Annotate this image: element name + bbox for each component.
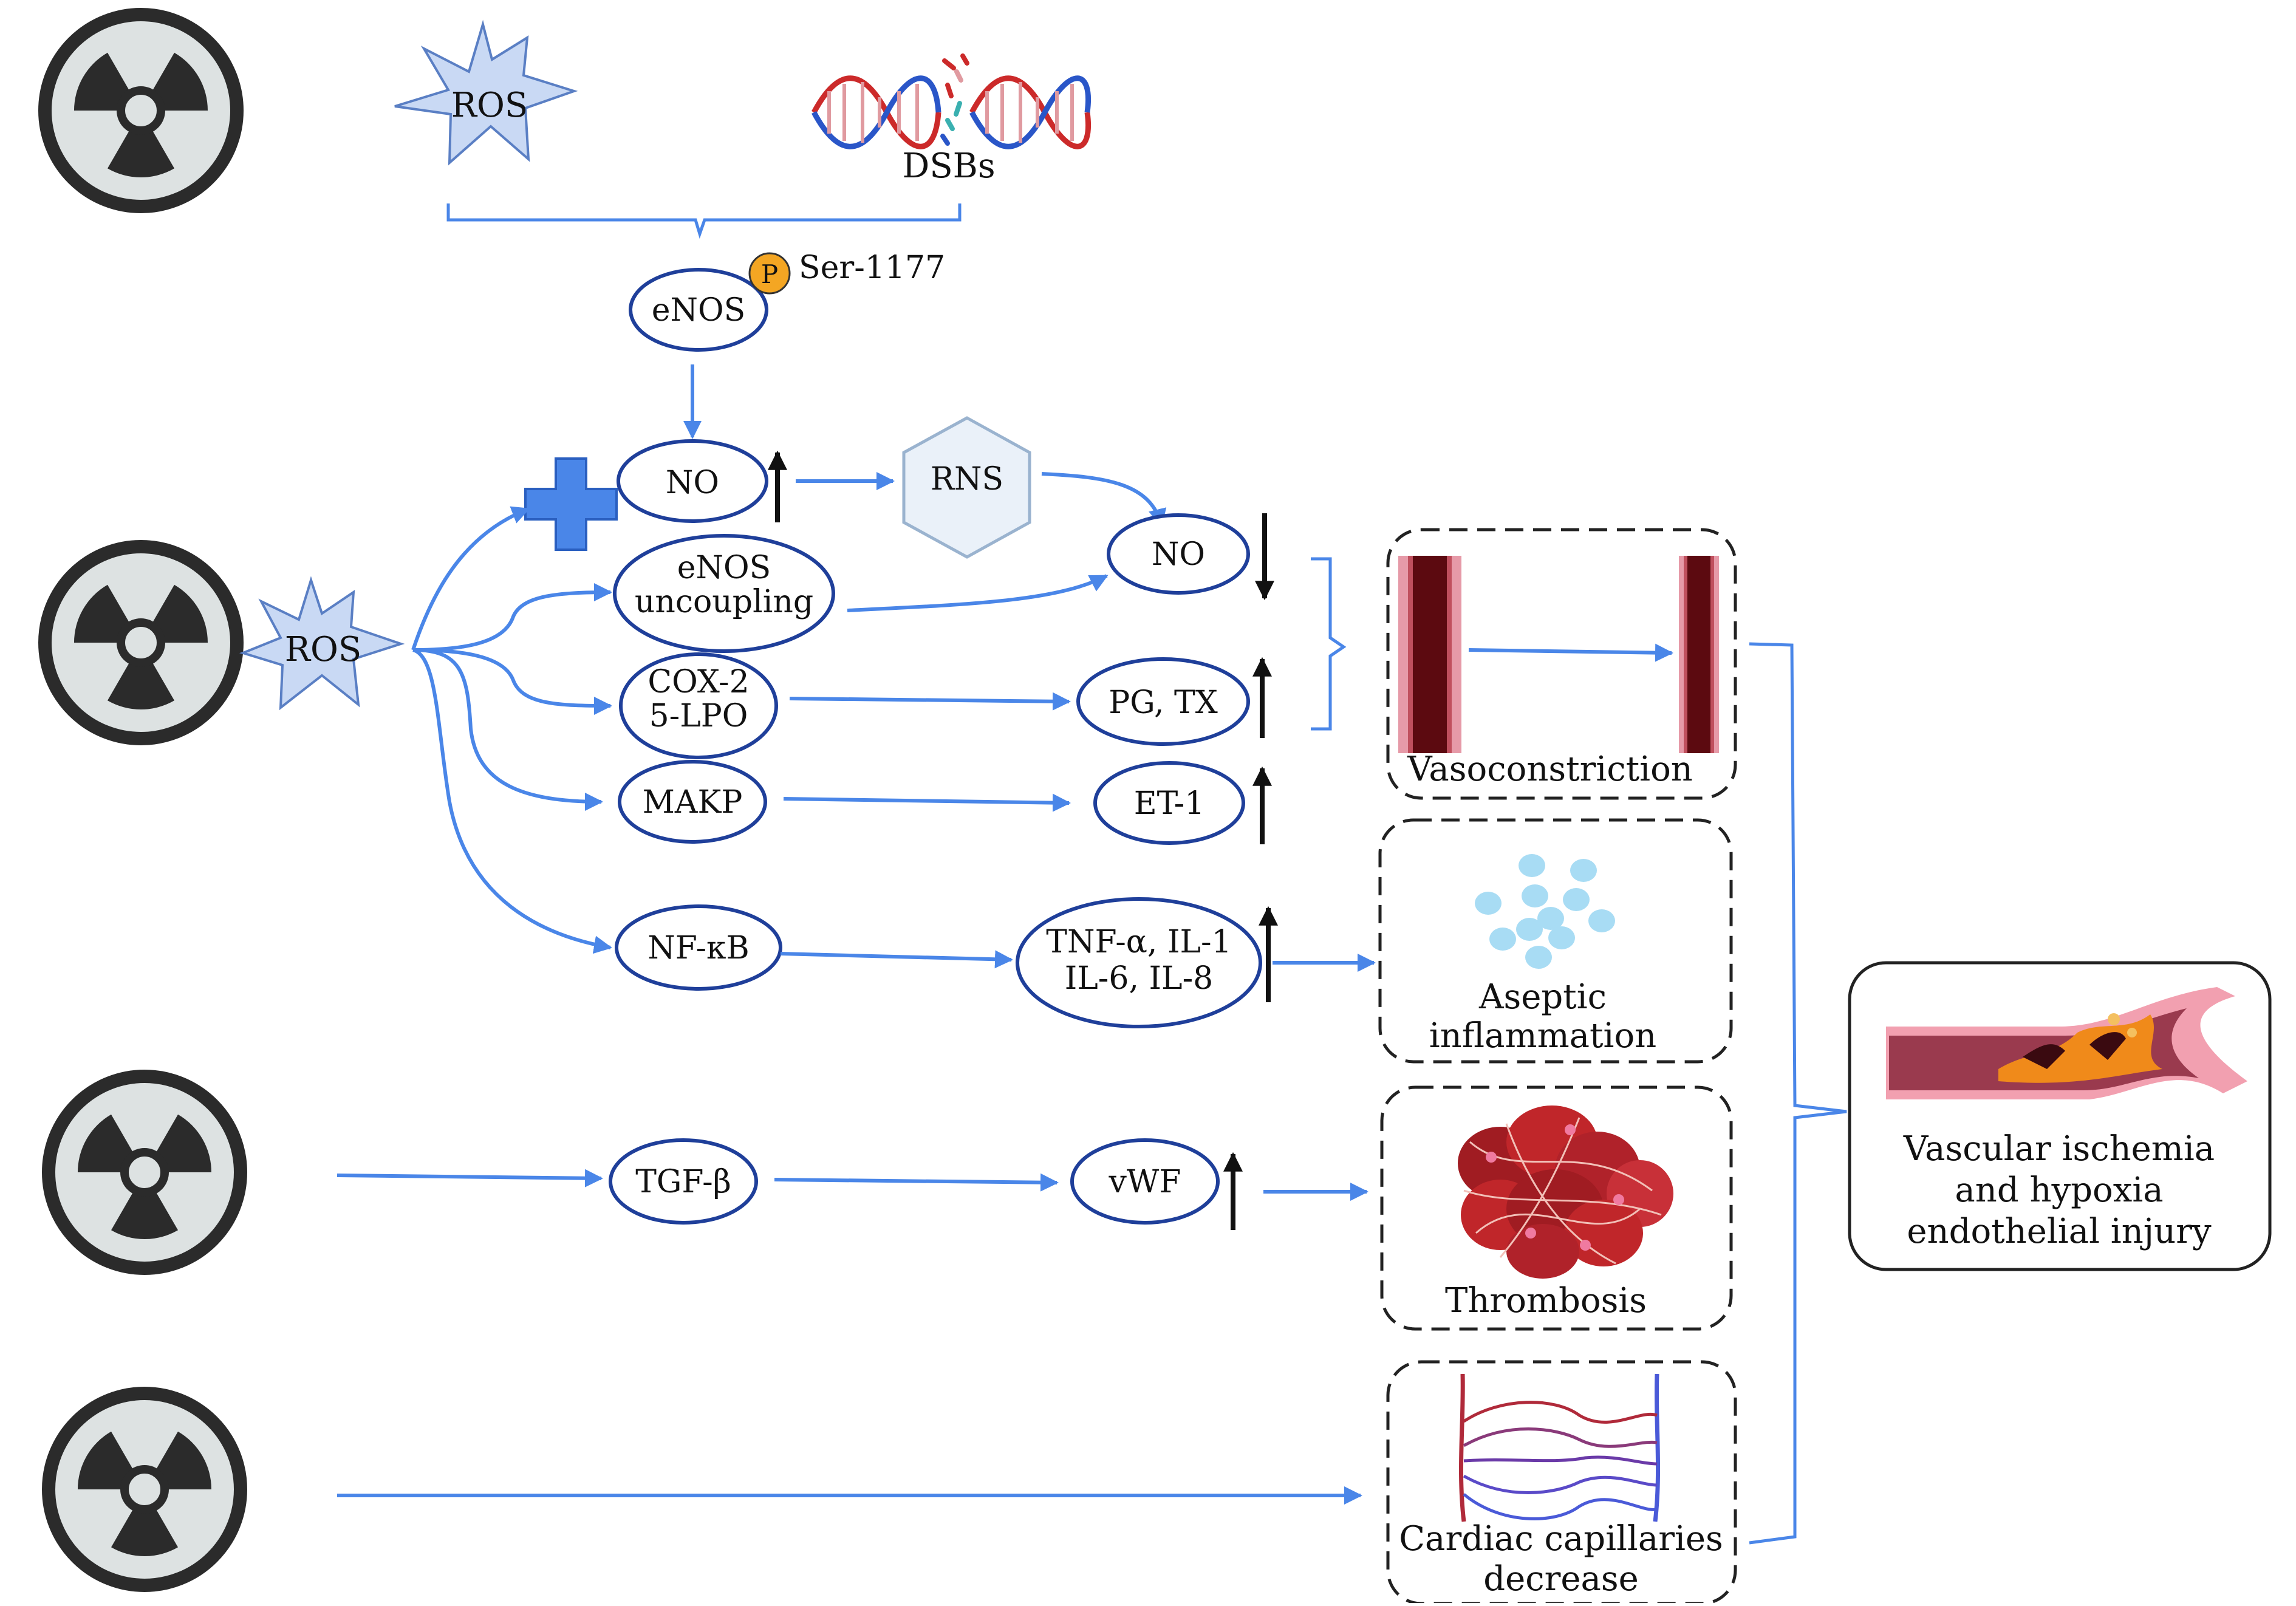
thrombosis-label: Thrombosis: [1445, 1281, 1647, 1321]
tgf-node: [609, 1138, 758, 1225]
pgtx-node: [1076, 657, 1250, 746]
no-out-node: [1107, 513, 1250, 595]
plus-icon: [524, 457, 618, 551]
vwf-node: [1070, 1138, 1220, 1225]
et1-label: ET-1: [1134, 785, 1205, 822]
capillaries-label-1: Cardiac capillaries: [1399, 1519, 1723, 1559]
arrow-ros-uncoupling: [412, 583, 612, 652]
vessel-wide-image: [1398, 556, 1461, 753]
vwf-label: vWF: [1109, 1164, 1181, 1200]
pgtx-label: PG, TX: [1109, 685, 1217, 721]
cox-label-1: COX-2: [647, 664, 749, 700]
capillaries-label-2: decrease: [1483, 1559, 1639, 1599]
final-label-1: Vascular ischemia: [1903, 1129, 2215, 1169]
radiation-hazard-icon: [45, 15, 237, 207]
ros-star-middle: [239, 576, 405, 711]
blood-clot-image: [1458, 1105, 1673, 1279]
vessel-narrow-image: [1679, 556, 1719, 753]
enos-node: [629, 268, 768, 352]
enos-uncoupling-label-1: eNOS: [677, 550, 771, 586]
damaged-vessel-image: [1886, 987, 2247, 1099]
enos-label: eNOS: [652, 292, 746, 329]
nfkb-node: [615, 904, 782, 991]
arrow-rns-no: [1041, 472, 1167, 527]
aseptic-inflammation-box: [1378, 818, 1733, 1064]
arrow-vessel-narrowing: [1468, 643, 1673, 662]
final-label-2: and hypoxia: [1955, 1170, 2163, 1210]
makp-label: MAKP: [643, 784, 743, 821]
arrow-makp-et1: [783, 793, 1071, 812]
arrow-ros-makp: [412, 648, 603, 811]
arrow-uncoupling-no: [847, 574, 1109, 612]
radiation-hazard-icon: [45, 547, 237, 739]
rns-hexagon: [902, 416, 1031, 559]
ros-label-middle: ROS: [285, 630, 361, 669]
arrow-tgf-vwf: [774, 1173, 1059, 1192]
arrow-cox-pgtx: [789, 692, 1071, 711]
no-out-label: NO: [1152, 536, 1205, 573]
arrow-ros-nfkb: [412, 648, 612, 954]
aseptic-label-2: inflammation: [1429, 1016, 1657, 1056]
arrow-nfkb-tnf: [780, 950, 1013, 969]
enos-uncoupling-label-2: uncoupling: [635, 584, 813, 620]
phosphate-icon: [748, 252, 791, 295]
vasoconstriction-box: [1386, 528, 1737, 800]
tgf-label: TGF-β: [635, 1164, 731, 1200]
no-label: NO: [666, 465, 719, 501]
et1-node: [1093, 761, 1245, 845]
middle-bracket: [1311, 557, 1347, 731]
radiation-hazard-icon: [49, 1076, 241, 1268]
ser-label: Ser-1177: [799, 250, 945, 286]
dna-break-icon: [811, 53, 1091, 149]
nfkb-label: NF-κB: [647, 930, 750, 966]
dsbs-label: DSBs: [902, 146, 995, 186]
rns-label: RNS: [931, 461, 1003, 497]
arrow-ros-plus: [411, 506, 530, 651]
enos-uncoupling-node: [613, 534, 835, 653]
right-bracket: [1749, 642, 1847, 1545]
arrow-ros-cox: [412, 648, 612, 715]
makp-node: [618, 760, 767, 844]
tnf-label-2: IL-6, IL-8: [1065, 960, 1214, 997]
capillary-network-image: [1459, 1373, 1661, 1522]
phosphate-label: P: [761, 259, 778, 289]
ros-label-top: ROS: [451, 86, 528, 125]
vasoconstriction-label: Vasoconstriction: [1407, 750, 1693, 789]
cox-label-2: 5-LPO: [649, 698, 748, 734]
aseptic-label-1: Aseptic: [1478, 977, 1607, 1017]
tnf-label-1: TNF-α, IL-1: [1046, 924, 1231, 960]
ros-star-top: [394, 19, 578, 166]
arrow-rad-tgf: [337, 1169, 603, 1187]
thrombosis-box: [1380, 1085, 1733, 1331]
cox-node: [619, 652, 778, 759]
no-node: [617, 439, 768, 523]
tnf-node: [1016, 897, 1262, 1028]
radiation-hazard-icon: [49, 1393, 241, 1585]
final-label-3: endothelial injury: [1907, 1212, 2212, 1251]
top-bracket: [446, 203, 962, 239]
inflammatory-cells-image: [1475, 854, 1615, 969]
